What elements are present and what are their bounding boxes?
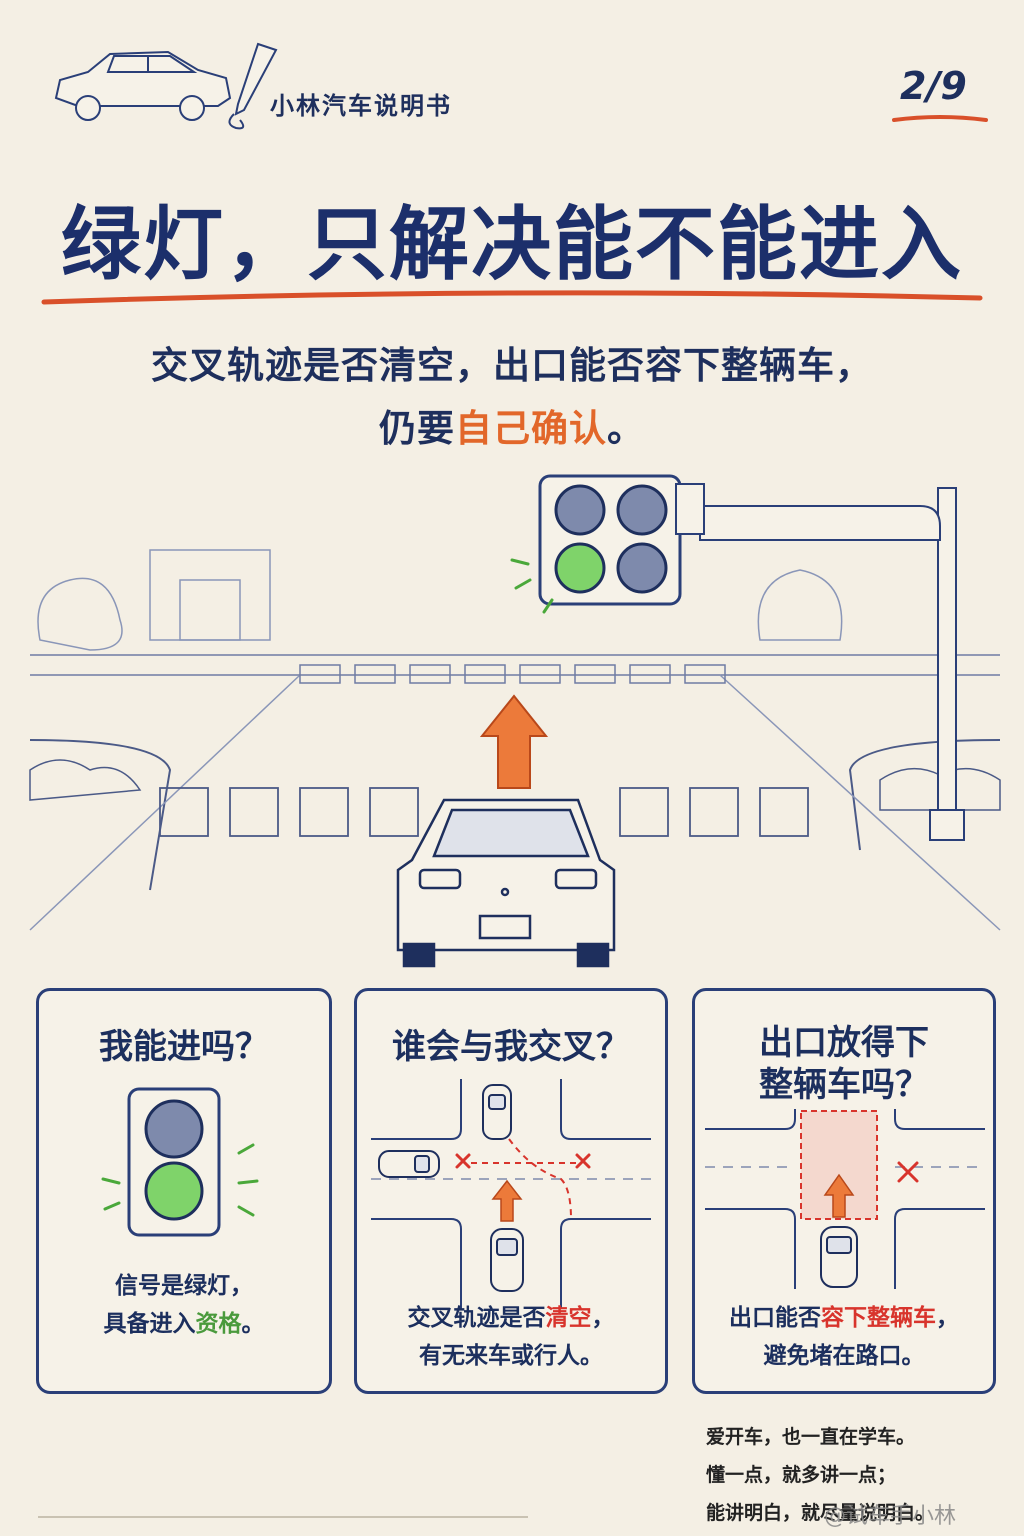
card-exit-space: 出口放得下 整辆车吗？ 出口能否容下整辆车， 避免堵在路口。 [692, 988, 996, 1394]
card-title-line2: 整辆车吗？ [759, 1065, 929, 1105]
card-text-line1: 交叉轨迹是否清空， [407, 1305, 615, 1331]
motto-line3: 能讲明白，就尽量说明白。 [706, 1502, 935, 1524]
car-top-icon [482, 1084, 512, 1140]
page-number-underline [892, 115, 988, 122]
sketch-car-logo [54, 42, 278, 130]
motto-line2: 懂一点，就多讲一点； [706, 1464, 897, 1486]
card-text-line1: 信号是绿灯， [115, 1273, 253, 1299]
card-title: 我能进吗？ [99, 1027, 269, 1067]
motto-line1: 爱开车，也一直在学车。 [706, 1426, 916, 1448]
crossing-diagram [371, 1079, 651, 1309]
footer-divider [38, 1516, 528, 1518]
card-title: 谁会与我交叉？ [392, 1027, 630, 1067]
subtitle-line1: 交叉轨迹是否清空，出口能否容下整辆车， [151, 344, 873, 387]
card-can-i-enter: 我能进吗？ 信号是绿灯， 具备进入资格。 [36, 988, 332, 1394]
traffic-light-icon [101, 1087, 259, 1237]
brand-name: 小林汽车说明书 [270, 92, 452, 120]
car-top-icon [490, 1228, 524, 1292]
pen-icon [228, 42, 278, 130]
car-top-icon [820, 1226, 858, 1288]
author-motto: 爱开车，也一直在学车。 懂一点，就多讲一点； 能讲明白，就尽量说明白。 [706, 1418, 934, 1532]
card-title-line1: 出口放得下 [759, 1023, 929, 1063]
traffic-light-icon [510, 474, 705, 614]
car-rear-icon [396, 798, 616, 968]
subtitle-line2: 仍要自己确认。 [379, 407, 645, 450]
page-number: 2/9 [900, 64, 967, 108]
title-underline [41, 290, 983, 305]
card-text-line1: 出口能否容下整辆车， [729, 1305, 959, 1331]
card-text-line2: 避免堵在路口。 [763, 1343, 925, 1369]
card-who-crosses: 谁会与我交叉？ 交叉轨迹是否清空， 有无来车或行 [354, 988, 668, 1394]
subtitle-highlight: 自己确认 [455, 407, 607, 450]
card-text-line2: 有无来车或行人。 [419, 1343, 603, 1369]
intersection-illustration [29, 474, 1001, 968]
exit-space-diagram [705, 1109, 985, 1289]
arrow-up-icon [479, 694, 549, 789]
page-title: 绿灯，只解决能不能进入 [61, 198, 963, 291]
arrow-up-icon [823, 1173, 855, 1218]
card-text-line2: 具备进入资格。 [103, 1311, 265, 1337]
car-top-icon [378, 1150, 440, 1178]
watermark: @试车手小林 [824, 1504, 957, 1529]
arrow-up-icon [491, 1179, 523, 1222]
